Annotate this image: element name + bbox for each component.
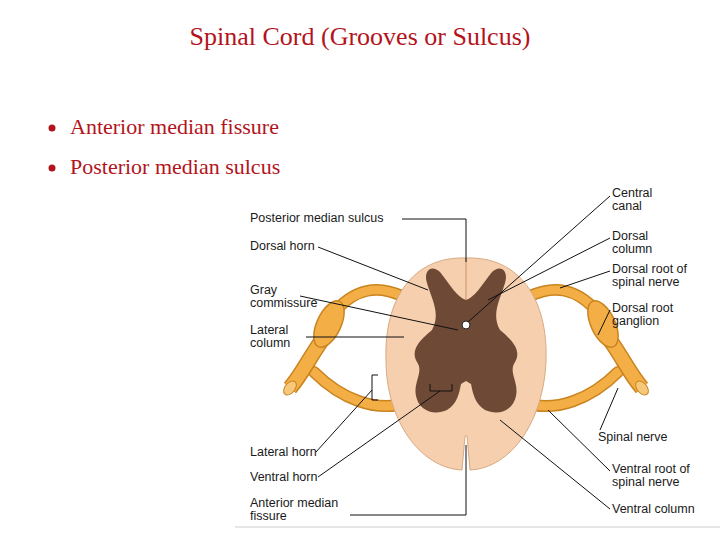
part-label: Ventral root of spinal nerve (612, 463, 717, 489)
frame-line (235, 527, 720, 528)
slide-title: Spinal Cord (Grooves or Sulcus) (0, 22, 720, 52)
part-label: Central canal (612, 187, 662, 213)
part-label: Dorsal column (612, 230, 667, 256)
posterior-sulcus (466, 258, 467, 302)
part-label: Spinal nerve (598, 431, 698, 444)
part-label: Dorsal root of spinal nerve (612, 263, 717, 289)
part-label: Anterior median fissure (250, 497, 350, 523)
part-label: Lateral column (250, 324, 305, 350)
central-canal (462, 321, 470, 329)
bullet-point: Posterior median sulcus (70, 154, 280, 180)
part-label: Dorsal horn (250, 240, 350, 253)
bullet-point: Anterior median fissure (70, 114, 279, 140)
part-label: Gray commissure (250, 284, 322, 310)
part-label: Ventral horn (250, 471, 340, 484)
leader-lines (300, 196, 618, 515)
bullet-dot (49, 165, 56, 172)
part-label: Posterior median sulcus (250, 212, 410, 225)
part-label: Dorsal root ganglion (612, 302, 692, 328)
bullet-dot (49, 125, 56, 132)
part-label: Lateral horn (250, 446, 340, 459)
part-label: Ventral column (612, 503, 717, 516)
gray-matter (415, 268, 518, 412)
